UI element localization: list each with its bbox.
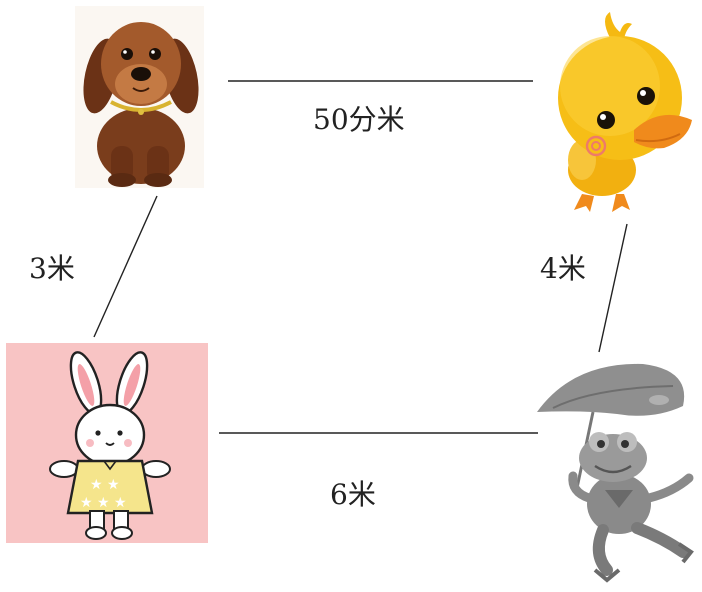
- duck-picture: [540, 10, 695, 215]
- distance-label-dog-duck: 50分米: [313, 103, 405, 136]
- svg-text:★ ★: ★ ★: [90, 477, 120, 493]
- svg-text:★ ★ ★: ★ ★ ★: [80, 495, 127, 511]
- distance-label-rabbit-frog: 6米: [330, 478, 376, 511]
- frog-picture: [533, 358, 699, 588]
- line-dog-rabbit: [93, 195, 158, 338]
- line-duck-frog: [598, 223, 628, 353]
- distance-label-dog-rabbit: 3米: [29, 252, 75, 285]
- distance-label-duck-frog: 4米: [540, 252, 586, 285]
- dog-picture: [75, 6, 204, 188]
- rabbit-picture: ★ ★ ★ ★ ★: [6, 343, 208, 543]
